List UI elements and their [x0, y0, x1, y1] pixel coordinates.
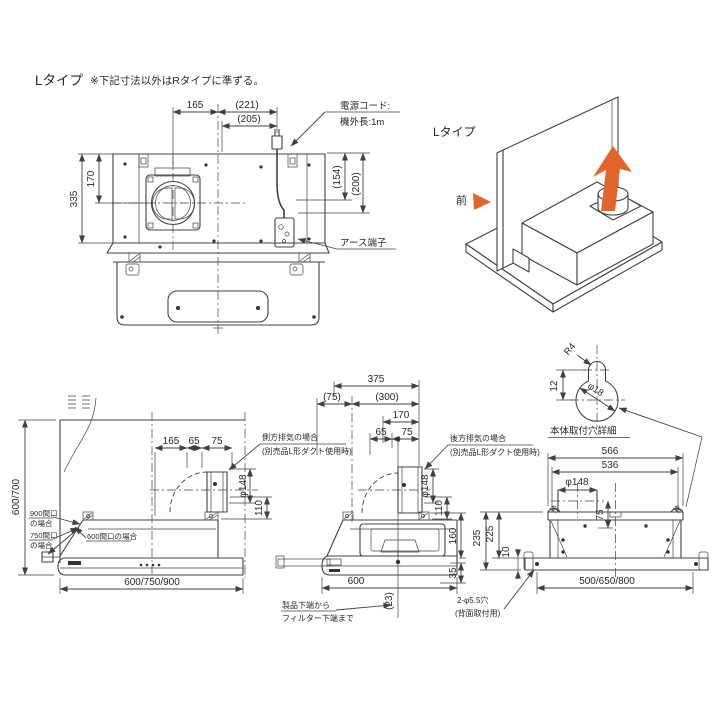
- dim-mid-170: 170: [393, 410, 410, 421]
- side-exhaust-label-line2: (別売品L形ダクト使用時): [262, 446, 352, 456]
- dim-left-110: 110: [254, 500, 265, 516]
- iso-title: Lタイプ: [433, 125, 476, 139]
- dim-mid-160: 160: [448, 527, 459, 544]
- mount-hole-label-line2: (背面取付用): [455, 608, 501, 618]
- dim-mid-65: 65: [375, 427, 387, 438]
- dim-left-65: 65: [188, 436, 200, 447]
- dim-top-165: 165: [187, 100, 204, 111]
- dim-mid-600: 600: [348, 576, 365, 587]
- exhaust-arrow-icon: [593, 146, 632, 211]
- dim-rear-75: 75: [595, 509, 606, 521]
- dim-rear-225: 225: [485, 525, 496, 542]
- dim-rear-10: 10: [501, 546, 512, 558]
- l-duct-arc: [169, 471, 208, 513]
- page-note: ※下記寸法以外はRタイプに準ずる。: [90, 74, 264, 87]
- rear-view: 566 536 φ148 75 500/650/800 235 225 10: [455, 446, 709, 618]
- dim-mid-375: 375: [368, 374, 385, 385]
- dim-mid-35: 35: [448, 567, 459, 579]
- page-title: Lタイプ: [35, 73, 84, 88]
- header: Lタイプ ※下記寸法以外はRタイプに準ずる。: [35, 73, 264, 88]
- dim-mid-110: 110: [434, 500, 445, 516]
- screw-dots: [123, 162, 311, 249]
- dim-hole-r4: R4: [562, 341, 578, 357]
- isometric-view: Lタイプ 前: [433, 96, 663, 313]
- dim-mid-300p: (300): [375, 392, 398, 403]
- dim-top-154: (154): [332, 165, 343, 188]
- side-duct-box: [206, 471, 228, 513]
- earth-terminal-label: アース端子: [340, 237, 387, 249]
- dim-mid-23: (23): [384, 592, 395, 610]
- dim-hole-12: 12: [549, 380, 560, 392]
- dim-left-width: 600/750/900: [124, 577, 180, 588]
- dim-mid-75p: (75): [323, 392, 341, 403]
- left-side-view: 600/700 165 65 75 φ148 110 600/750/900 9…: [11, 395, 352, 594]
- dim-rear-235: 235: [472, 529, 483, 546]
- dim-hole-phi18: φ18: [585, 381, 605, 399]
- hole-detail-title: 本体取付穴詳細: [550, 425, 617, 437]
- dim-top-200: (200): [351, 172, 362, 195]
- front-label: 前: [456, 193, 467, 207]
- rear-exhaust-label-line2: (別売品L形ダクト使用時): [450, 447, 540, 457]
- dim-top-335: 335: [69, 190, 80, 207]
- dim-top-170: 170: [86, 170, 97, 187]
- rear-exhaust-label-line1: 後方排気の場合: [450, 433, 506, 443]
- side-exhaust-label-line1: 側方排気の場合: [262, 432, 318, 442]
- mount-hole-label-line1: 2-φ5.5穴: [457, 595, 488, 605]
- top-view-drawing: 165 (221) (205) 335 170 (154) (200) 電源コー…: [69, 100, 400, 334]
- dim-top-221: (221): [235, 100, 258, 111]
- dim-left-duct: φ148: [238, 474, 249, 498]
- opening-900-label-line1: 900間口: [30, 509, 58, 518]
- filter-note-line2: フィルター下端まで: [282, 613, 354, 623]
- power-cord-label-line1: 電源コード:: [340, 101, 390, 112]
- dim-top-205: (205): [237, 114, 260, 125]
- middle-side-view: 375 (75) (300) 170 65 75 φ148 110: [275, 374, 540, 623]
- junction-box: [274, 217, 295, 248]
- dim-rear-width: 500/650/800: [579, 576, 635, 587]
- opening-900-label-line2: の場合: [30, 518, 53, 528]
- dim-rear-566: 566: [602, 446, 619, 457]
- bottom-tray: [57, 557, 244, 576]
- dim-mid-75: 75: [401, 427, 413, 438]
- front-pointer-icon: [473, 193, 491, 210]
- dim-rear-duct: φ148: [565, 477, 589, 488]
- opening-600-label: 600間口の場合: [87, 531, 138, 541]
- power-plug: [271, 135, 283, 150]
- opening-750-label-line2: の場合: [30, 540, 53, 550]
- power-cord-label-line2: 機外長:1m: [340, 116, 384, 128]
- dim-left-165: 165: [163, 436, 180, 447]
- keyhole-shape: [575, 361, 619, 422]
- dim-left-height: 600/700: [11, 478, 22, 515]
- dim-rear-536: 536: [602, 460, 619, 471]
- dim-left-75: 75: [211, 436, 223, 447]
- filter-note-line1: 製品下端から: [282, 600, 330, 610]
- mounting-hole-detail: 12 R4 φ18 本体取付穴詳細: [548, 341, 703, 508]
- bottom-plate: [524, 557, 709, 571]
- dim-mid-duct: φ148: [420, 474, 431, 498]
- lower-panel: [116, 262, 320, 326]
- opening-750-label-line1: 750間口: [30, 531, 58, 540]
